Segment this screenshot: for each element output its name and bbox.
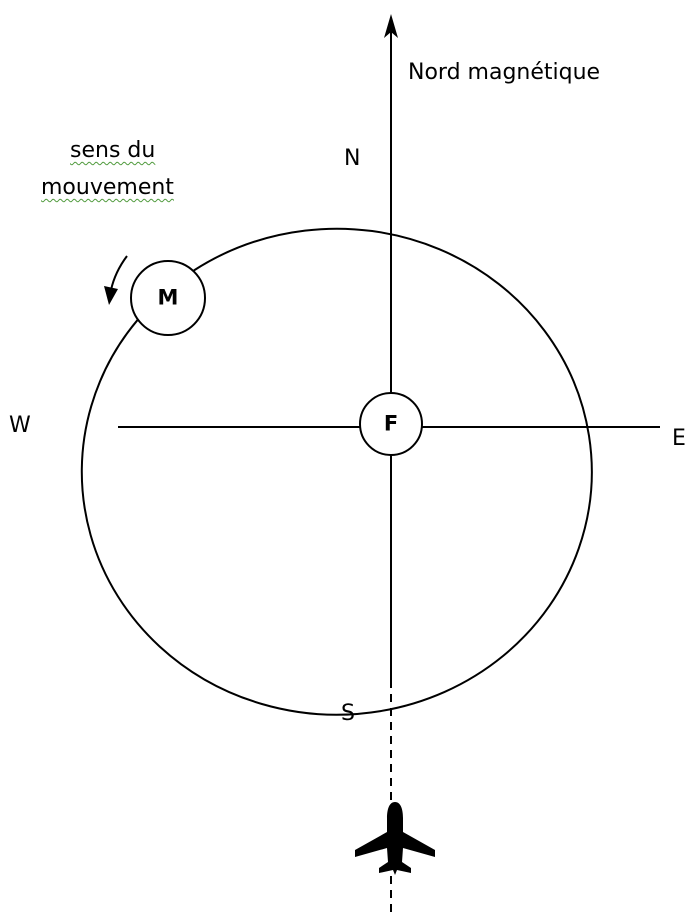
north-axis-label: Nord magnétique [408, 60, 601, 85]
compass-north-label: N [344, 146, 361, 171]
movement-label-line2: mouvement [41, 175, 174, 200]
compass-south-label: S [341, 701, 355, 726]
moving-node-circle [130, 260, 206, 336]
orbit-circle [80, 227, 593, 716]
moving-node-label: M [157, 285, 179, 310]
compass-west-label: W [9, 413, 31, 438]
movement-label-line1: sens du [70, 138, 156, 163]
fixed-node-label: F [383, 411, 399, 436]
fixed-node-circle [359, 392, 423, 456]
north-arrow-head [384, 14, 398, 38]
airplane-icon [355, 802, 435, 875]
compass-east-label: E [672, 426, 686, 451]
curved-arrow-icon [104, 255, 128, 305]
